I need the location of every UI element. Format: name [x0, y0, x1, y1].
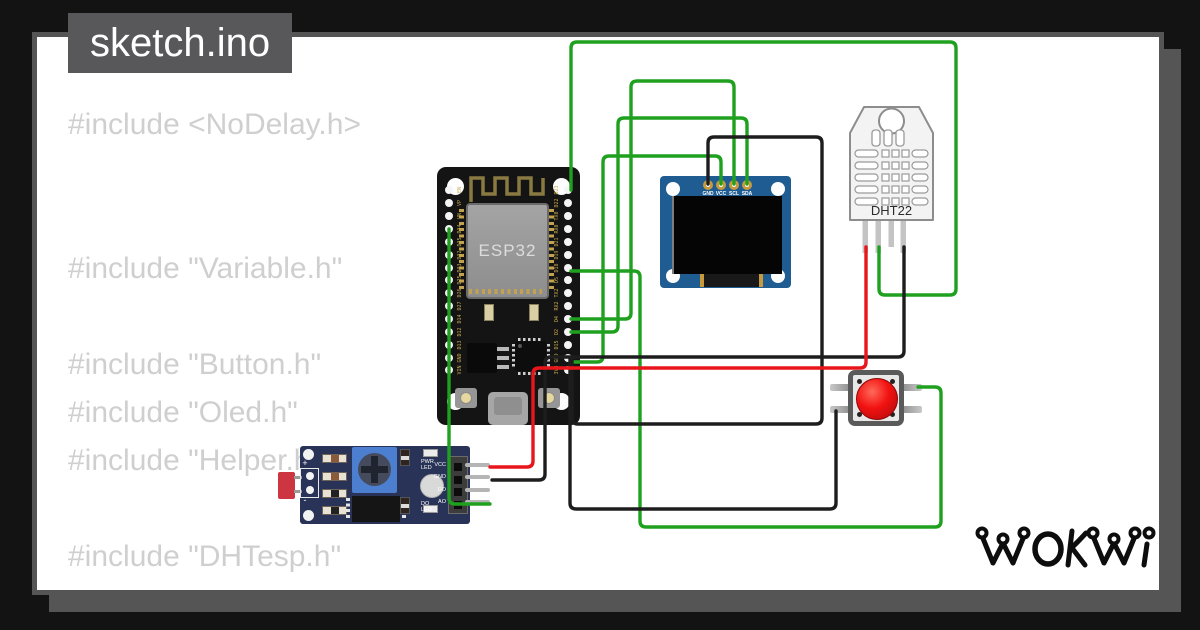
vent-grid — [854, 149, 929, 206]
esp32-pin-left-en — [445, 186, 453, 195]
usb-uart-chip — [515, 341, 546, 371]
en-button[interactable] — [455, 388, 477, 408]
pin-stub — [465, 488, 490, 492]
green-wires — [447, 40, 958, 529]
esp32-pin-right-d4 — [564, 314, 572, 323]
esp32-pin-right-tx2 — [564, 289, 572, 298]
pin-label-do: DO — [437, 487, 446, 493]
resistor — [400, 449, 410, 466]
button-leg — [830, 384, 850, 391]
esp32-pin-right-d19 — [564, 250, 572, 259]
esp32-pin-right-d18 — [564, 263, 572, 272]
solder-pads — [469, 289, 542, 294]
button-leg — [830, 406, 850, 413]
code-line: #include "Button.h" — [68, 348, 322, 381]
esp32-pin-left-vn — [445, 212, 453, 221]
oled-ribbon-connector — [700, 274, 763, 287]
esp32-pin-right-rx0 — [564, 224, 572, 233]
esp32-pin-left-vp — [445, 199, 453, 208]
capacitor — [484, 304, 494, 321]
plus-label: + — [302, 458, 308, 468]
dht22-legs — [862, 219, 906, 253]
button-leg — [902, 384, 922, 391]
do-led-label: DO LED — [421, 501, 432, 513]
pushbutton[interactable] — [830, 366, 922, 430]
mount-hole — [303, 449, 314, 460]
wokwi-logo — [975, 526, 1156, 568]
esp32-pin-right-rx2 — [564, 302, 572, 311]
button-cap[interactable] — [856, 378, 898, 420]
power-led — [420, 474, 444, 498]
esp32-pin-right-d22 — [564, 199, 572, 208]
sketch-title-box: sketch.ino — [68, 13, 293, 73]
photoresistor[interactable] — [278, 472, 295, 499]
mount-hole — [771, 182, 785, 196]
pin-stub — [465, 475, 490, 479]
code-line: #include "DHTesp.h" — [68, 540, 342, 573]
resistor — [400, 497, 410, 514]
pin-stub — [465, 463, 490, 467]
esp32-pin-right-d15 — [564, 340, 572, 349]
pin-label-ao: AO — [438, 499, 446, 505]
mount-hole — [666, 182, 680, 196]
code-snippet: #include <NoDelay.h> #include "Variable.… — [68, 101, 361, 581]
code-line: #include "Helper.h" — [68, 444, 322, 477]
oled-screen — [672, 196, 782, 274]
pwr-led-label: PWR LED — [421, 459, 434, 471]
esp32-pin-right-3v3 — [564, 366, 572, 375]
minus-label: - — [303, 495, 307, 505]
black-wires — [490, 135, 906, 511]
smd-capacitor — [423, 449, 438, 457]
esp32-pin-right-d5 — [564, 276, 572, 285]
oled-pin-label: GND — [702, 191, 714, 197]
mount-hole — [303, 510, 314, 521]
resistor — [322, 472, 347, 481]
antenna-trace — [469, 176, 545, 202]
red-wires — [488, 245, 868, 469]
code-line: #include <NoDelay.h> — [68, 108, 361, 141]
oled-pin-label: SCL — [729, 191, 739, 197]
usb-connector — [488, 392, 528, 425]
code-line: #include "Oled.h" — [68, 396, 298, 429]
capacitor — [529, 304, 539, 321]
solder-pads — [459, 209, 464, 291]
oled-display: GND VCC SCL SDA — [660, 176, 791, 288]
comparator-ic — [352, 496, 400, 522]
esp32-chip-label: ESP32 — [478, 241, 537, 260]
ldr-sensor-module: + - PWR LED DO LED VCC GND DO AO — [278, 446, 490, 524]
smd-capacitor — [423, 505, 438, 513]
resistor — [322, 454, 347, 463]
resistor — [322, 489, 347, 498]
diagram-canvas — [32, 32, 1164, 595]
dht22-label: DHT22 — [871, 203, 912, 218]
dht22-sensor: DHT22 — [849, 106, 934, 253]
esp32-pin-right-d23 — [564, 186, 572, 195]
pin-label-gnd: GND — [433, 474, 446, 480]
oled-pin-label: VCC — [715, 191, 727, 197]
sketch-title: sketch.ino — [90, 21, 271, 65]
esp32-pin-right-d21 — [564, 237, 572, 246]
esp32-pin-right-tx0 — [564, 212, 572, 221]
esp32-pin-right-d2 — [564, 327, 572, 336]
oled-pin-label: SDA — [741, 191, 753, 197]
pin-label-vcc: VCC — [434, 462, 446, 468]
code-line: #include "Variable.h" — [68, 252, 343, 285]
voltage-regulator — [467, 343, 497, 373]
potentiometer[interactable] — [352, 447, 397, 493]
pin-stub — [465, 500, 490, 504]
button-leg — [902, 406, 922, 413]
solder-pads — [549, 209, 554, 291]
esp32-shield: ESP32 — [466, 203, 549, 299]
potentiometer-knob[interactable] — [358, 453, 391, 486]
ldr-pin-box — [300, 468, 319, 498]
